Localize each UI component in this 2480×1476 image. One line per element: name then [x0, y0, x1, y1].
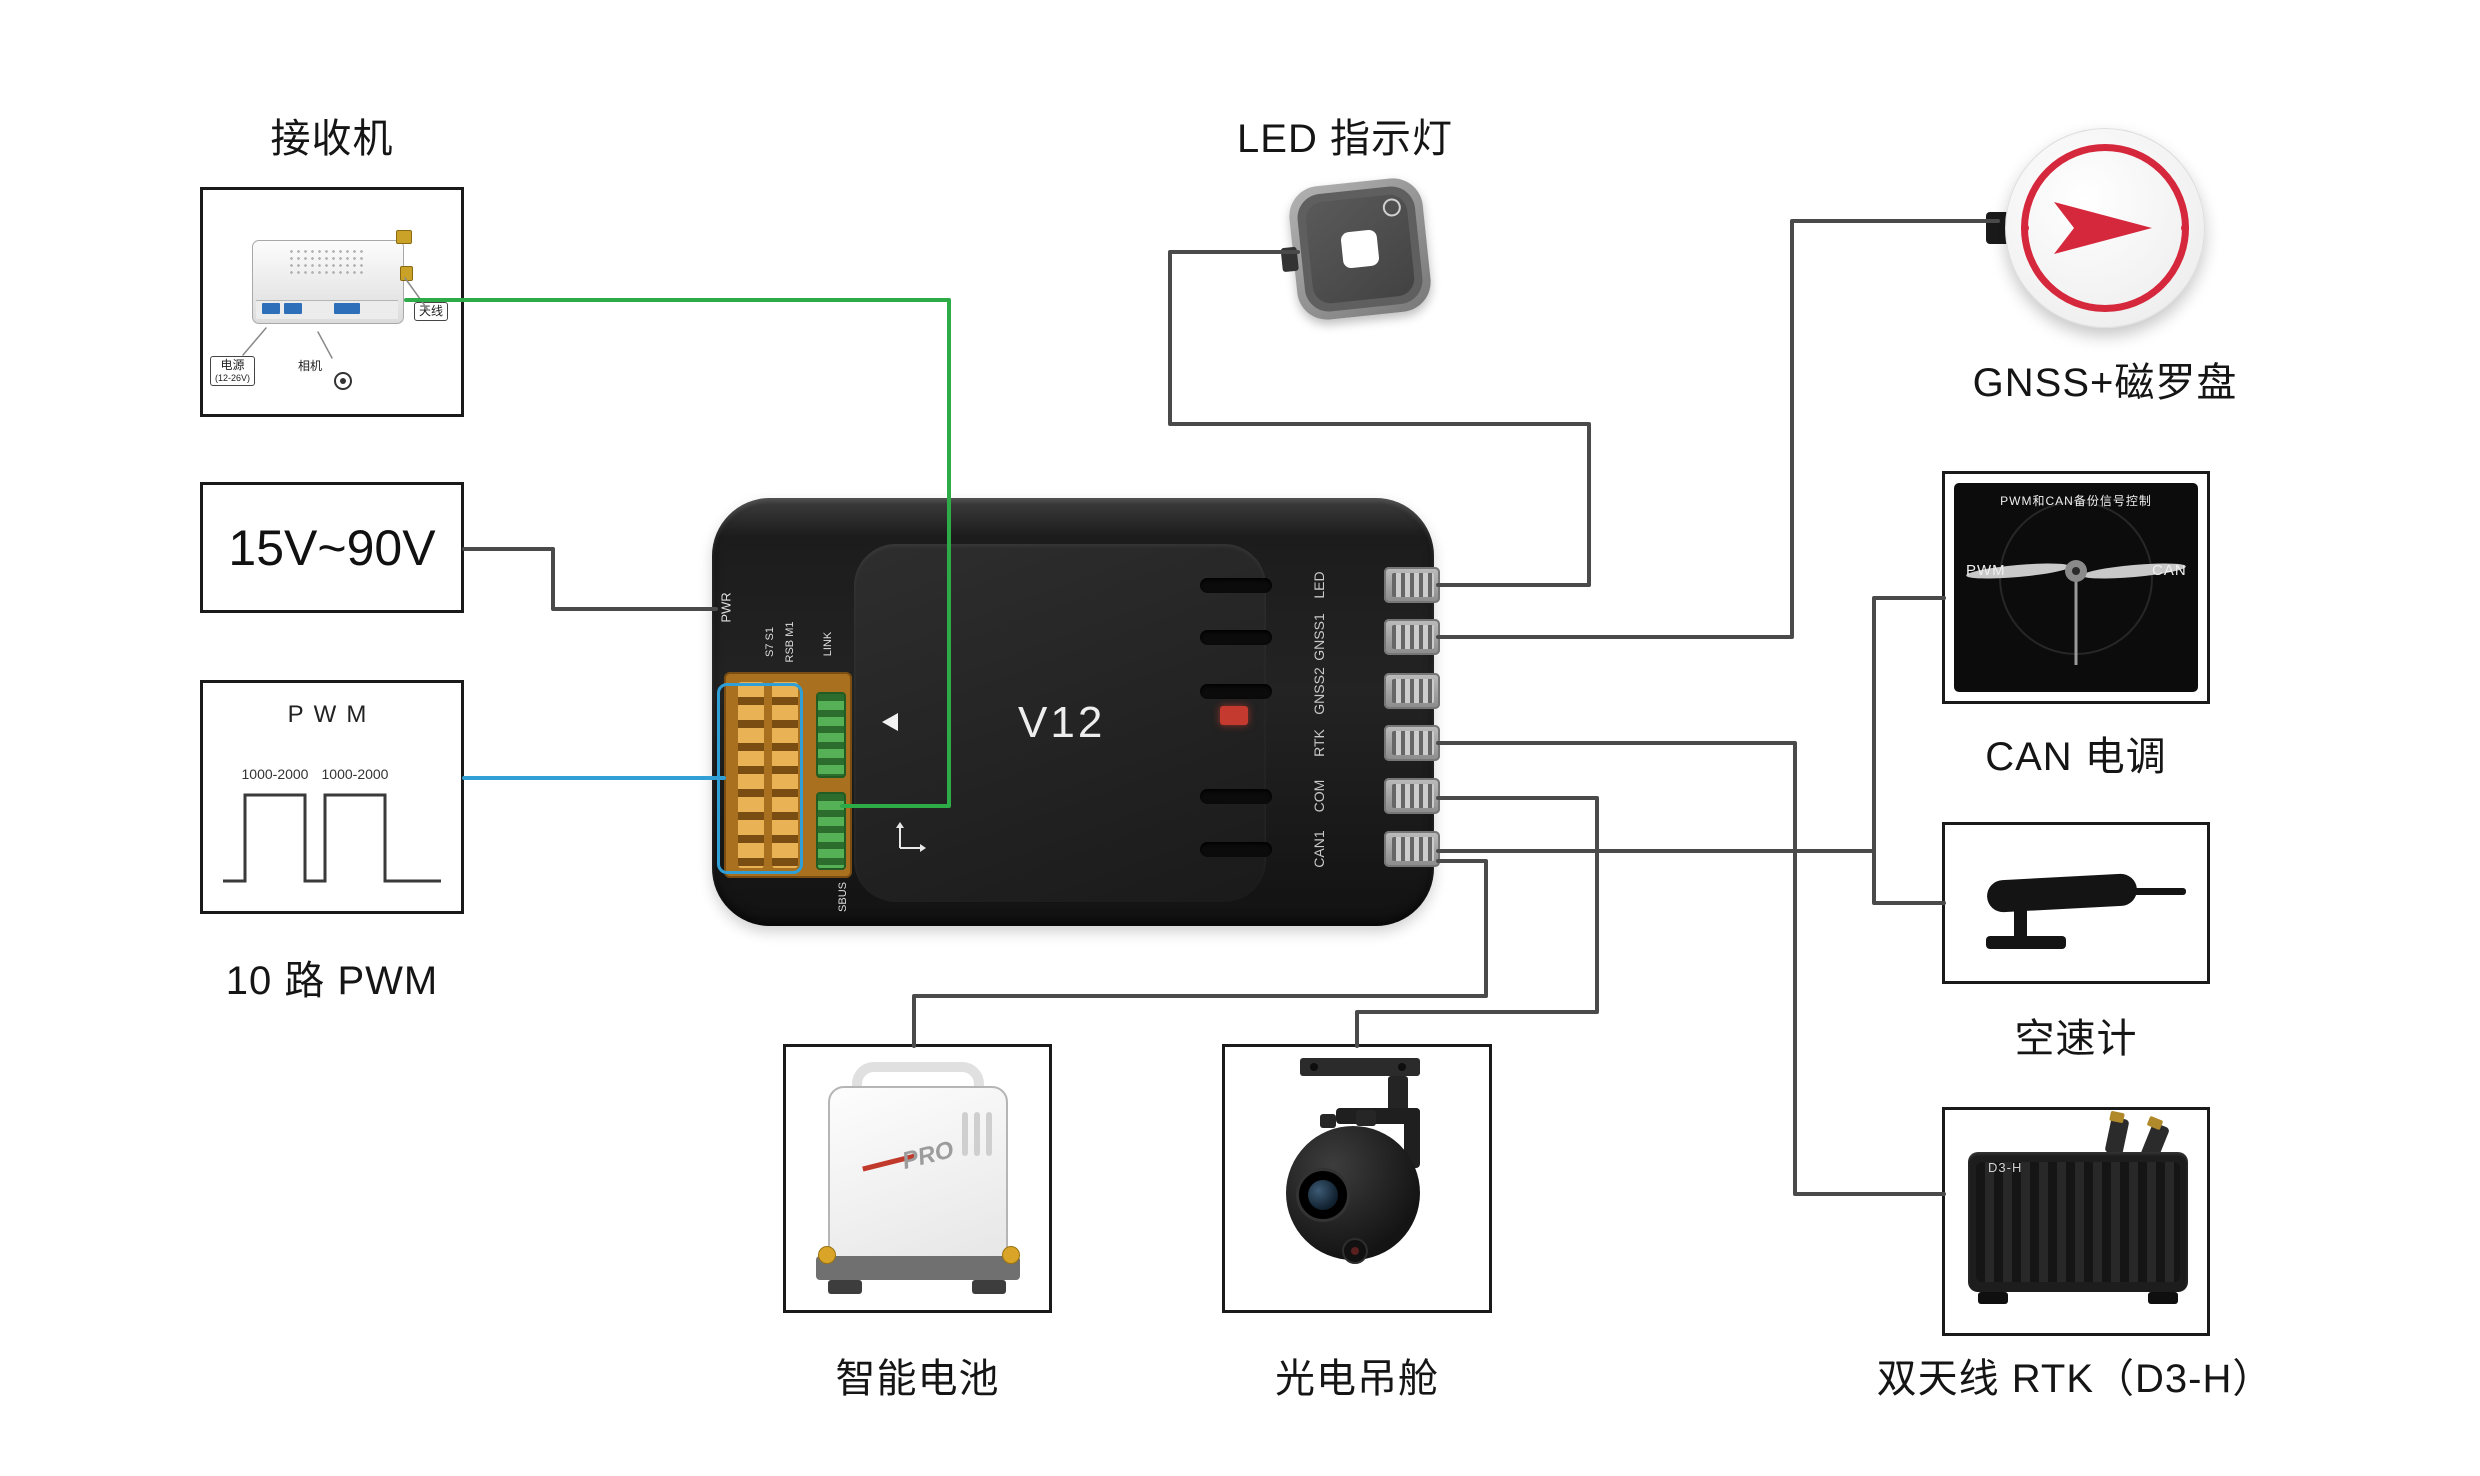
pitot-probe: [2130, 888, 2186, 895]
battery-handle: [852, 1062, 984, 1108]
receiver-speaker-grille: [288, 248, 366, 278]
led-indicator-module: [1280, 175, 1434, 323]
power-voltage-text: 15V~90V: [228, 519, 436, 576]
gimbal-knob: [1356, 1110, 1376, 1126]
gnss-ring-dot: [2021, 224, 2029, 232]
pitot-base: [1986, 936, 2066, 949]
vent-slot: [1200, 684, 1272, 699]
receiver-caption: 接收机: [270, 117, 394, 161]
pwm-section-outline: [717, 683, 803, 874]
pin-silkscreen-a: S7 S1: [764, 627, 776, 657]
receiver-power-label: 电源 (12-26V): [210, 356, 256, 387]
receiver-antenna-label: 天线: [414, 302, 449, 321]
led-window: [1340, 229, 1380, 269]
gnss-caption: GNSS+磁罗盘: [1972, 361, 2238, 405]
pwm-input-box: PWM 1000-2000 1000-2000: [200, 680, 464, 914]
pitot-stem: [2014, 906, 2027, 940]
flight-controller: V12 PWR LED GNSS1 GNSS2 RTK COM CAN1 S7 …: [712, 498, 1440, 926]
battery-vent: [986, 1112, 992, 1156]
wire-rtk: [1436, 741, 1946, 1196]
wire-can-esc: [1436, 596, 1946, 853]
green-terminal: [816, 792, 846, 870]
arrow-marker-icon: [882, 713, 898, 731]
battery-latch-knob: [818, 1246, 836, 1264]
port-can1-connector: [1384, 831, 1440, 867]
receiver-power-range: (12-26V): [215, 373, 251, 383]
rtk-caption: 双天线 RTK（D3-H）: [1876, 1357, 2274, 1401]
gimbal-knob: [1320, 1114, 1336, 1128]
airspeed-box: [1942, 822, 2210, 984]
link-silkscreen: LINK: [822, 631, 834, 657]
green-terminal: [816, 692, 846, 778]
receiver-antenna-connector: [396, 230, 412, 244]
port-gnss1-connector: [1384, 619, 1440, 655]
wire-can-airspeed: [1872, 849, 1946, 905]
battery-body: [828, 1086, 1008, 1264]
pwm-range-left: 1000-2000: [242, 766, 309, 782]
pwr-silkscreen: PWR: [718, 592, 734, 623]
propeller-graphic: [1966, 501, 2186, 665]
receiver-camera-label: 相机: [294, 358, 327, 375]
port-com-connector: [1384, 778, 1440, 814]
gimbal-screw: [1398, 1063, 1406, 1071]
receiver-power-text: 电源: [220, 358, 245, 372]
port-gnss2-connector: [1384, 673, 1440, 709]
camera-icon: [334, 372, 352, 390]
gimbal-mount-plate: [1300, 1058, 1420, 1076]
rtk-foot: [2148, 1292, 2178, 1304]
led-caption: LED 指示灯: [1237, 117, 1453, 161]
battery-vent: [974, 1112, 980, 1156]
rtk-device-label: D3-H: [1988, 1160, 2023, 1175]
receiver-port: [334, 303, 360, 314]
port-can1-label: CAN1: [1311, 830, 1327, 868]
can-esc-pwm-text: PWM: [1966, 562, 2006, 579]
receiver-port: [262, 303, 280, 314]
pitot-body: [1987, 873, 2137, 913]
gimbal-secondary-lens: [1342, 1238, 1368, 1264]
vent-slot: [1200, 578, 1272, 593]
receiver-port: [284, 303, 302, 314]
port-rtk-connector: [1384, 725, 1440, 761]
sbus-silkscreen: SBUS: [837, 882, 849, 912]
led-cable-connector: [1280, 246, 1299, 273]
pwm-caption: 10 路 PWM: [225, 959, 439, 1003]
wire-power-input: [462, 547, 718, 611]
gimbal-post: [1388, 1076, 1408, 1118]
can-esc-caption: CAN 电调: [1985, 735, 2167, 779]
battery-foot: [972, 1280, 1006, 1294]
gnss-arrow-icon: [2054, 202, 2152, 254]
propeller-blade: [2082, 563, 2186, 579]
port-led-connector: [1384, 567, 1440, 603]
vent-slot: [1200, 630, 1272, 645]
flight-controller-model: V12: [1018, 698, 1106, 747]
gimbal-lens-glass: [1308, 1180, 1338, 1210]
pwm-waveform: 1000-2000 1000-2000: [223, 766, 441, 883]
vent-slot: [1200, 842, 1272, 857]
airspeed-caption: 空速计: [2014, 1017, 2138, 1061]
pwm-pulse-trace: [223, 793, 441, 883]
gimbal-caption: 光电吊舱: [1275, 1357, 1439, 1401]
gnss-ring-dot: [2181, 224, 2189, 232]
receiver-antenna-connector: [400, 266, 413, 281]
status-led: [1220, 706, 1248, 725]
axis-icon: [896, 822, 926, 852]
can-esc-panel-title: PWM和CAN备份信号控制: [2000, 494, 2152, 508]
rtk-device: [1968, 1152, 2188, 1292]
pwm-range-right: 1000-2000: [322, 766, 389, 782]
battery-base-rail: [816, 1256, 1020, 1280]
rtk-foot: [1978, 1292, 2008, 1304]
wire-gnss1: [1436, 219, 2000, 639]
pwm-title: PWM: [287, 701, 377, 728]
gimbal-screw: [1310, 1063, 1318, 1071]
vent-slot: [1200, 789, 1272, 804]
battery-latch-knob: [1002, 1246, 1020, 1264]
pitot-tube-graphic: [1986, 873, 2186, 949]
battery-vent: [962, 1112, 968, 1156]
battery-foot: [828, 1280, 862, 1294]
battery-caption: 智能电池: [835, 1357, 1000, 1401]
pin-silkscreen-b: RSB M1: [784, 621, 796, 663]
gimbal-arm: [1404, 1108, 1420, 1168]
can-esc-can-text: CAN: [2152, 562, 2187, 579]
